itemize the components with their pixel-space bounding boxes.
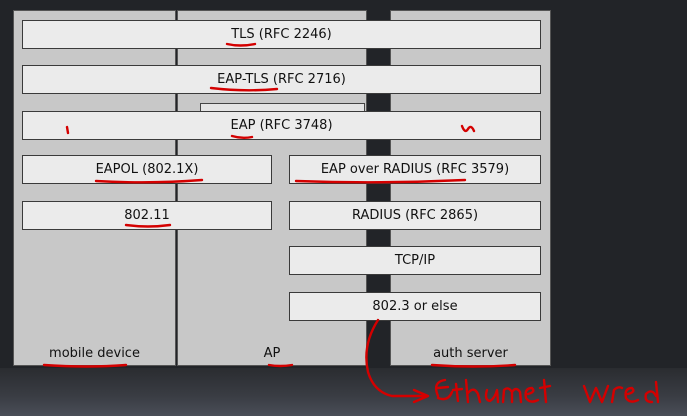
ethernet-text: 802.3 or else xyxy=(372,299,458,314)
eap-over-radius-layer: EAP over RADIUS (RFC 3579) xyxy=(289,155,541,184)
eap-over-radius-text: EAP over RADIUS (RFC 3579) xyxy=(320,162,510,177)
wifi-text: 802.11 xyxy=(124,208,170,223)
eap-tls-text: EAP-TLS (RFC 2716) xyxy=(217,72,346,87)
tcpip-layer: TCP/IP xyxy=(289,246,541,275)
radius-text: RADIUS (RFC 2865) xyxy=(351,208,479,223)
eapol-text: EAPOL (802.1X) xyxy=(95,162,199,177)
mobile-device-label: mobile device xyxy=(49,346,140,361)
ethernet-layer: 802.3 or else xyxy=(289,292,541,321)
tls-layer: TLS (RFC 2246) xyxy=(22,20,541,49)
eapol-layer: EAPOL (802.1X) xyxy=(22,155,272,184)
background-strip xyxy=(0,368,687,416)
auth-server-label: auth server xyxy=(433,346,508,361)
tcpip-text: TCP/IP xyxy=(394,253,436,268)
radius-layer: RADIUS (RFC 2865) xyxy=(289,201,541,230)
eap-layer: EAP (RFC 3748) xyxy=(22,111,541,140)
mobile-device-column: mobile device xyxy=(13,10,176,366)
ap-label: AP xyxy=(263,346,281,361)
eap-tls-layer: EAP-TLS (RFC 2716) xyxy=(22,65,541,94)
wifi-layer: 802.11 xyxy=(22,201,272,230)
eap-text: EAP (RFC 3748) xyxy=(230,118,333,133)
tls-text: TLS (RFC 2246) xyxy=(231,27,332,42)
